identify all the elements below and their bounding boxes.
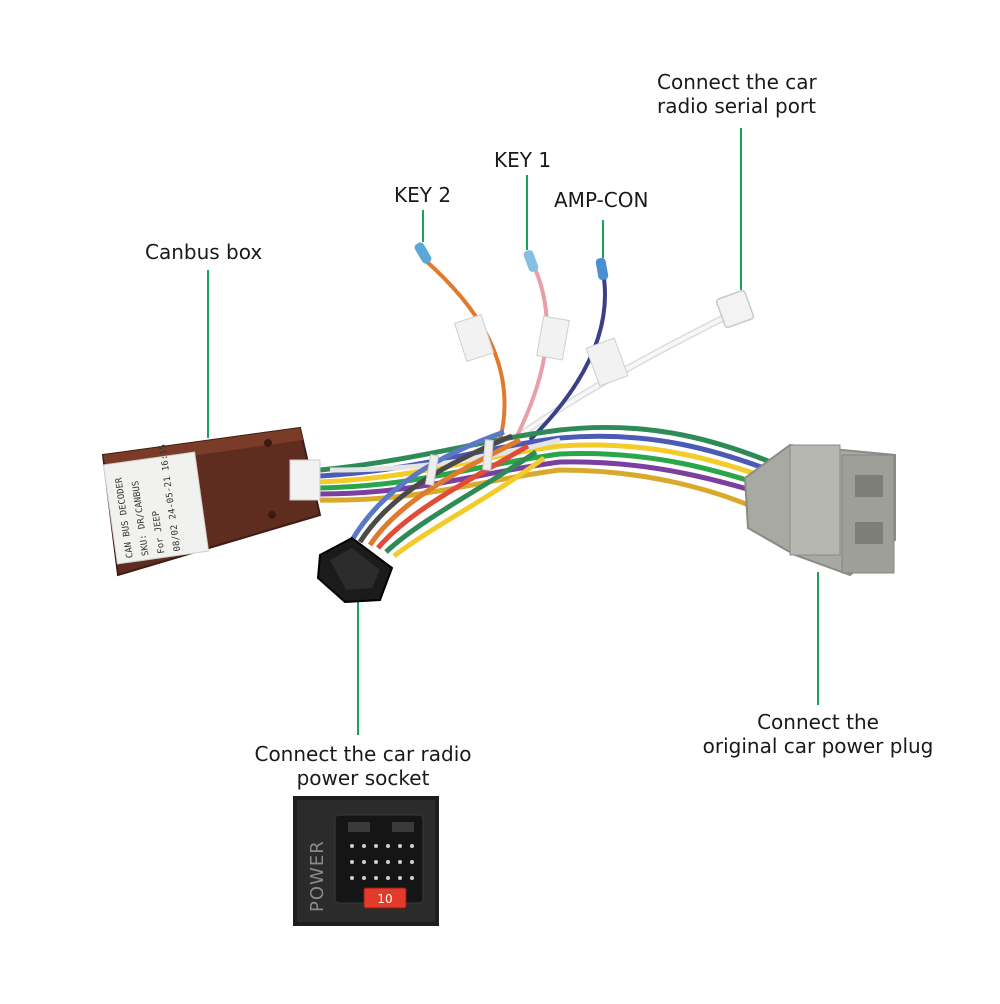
radio-power-socket <box>316 536 394 604</box>
key2-wire-tag <box>453 314 495 362</box>
power-socket-label: Connect the car radio power socket <box>246 742 480 790</box>
serial-port-label-line: Connect the car <box>657 70 817 94</box>
canbus-box: CAN BUS DECODER SKU: DR/CANBUS For JEEP … <box>101 426 322 577</box>
amp-con-wire-tag <box>585 337 629 387</box>
key1-label: KEY 1 <box>494 148 552 172</box>
serial-port-connector <box>715 289 755 329</box>
serial-port-label-line: radio serial port <box>657 94 816 118</box>
power-panel-label: POWER <box>307 840 328 912</box>
fuse <box>363 887 407 909</box>
main-bundle <box>319 424 791 513</box>
canbus-box-connector <box>289 459 321 501</box>
original-power-plug <box>743 443 896 577</box>
original-plug-label-line: Connect the <box>757 710 879 734</box>
original-plug-label-line: original car power plug <box>702 734 934 758</box>
zip-tie-right <box>482 439 494 471</box>
power-socket-label-line: Connect the car radio <box>254 742 472 766</box>
serial-port-label: Connect the car radio serial port <box>657 70 817 118</box>
power-socket-closeup: POWER 10 <box>293 796 439 926</box>
key1-terminal <box>523 250 539 272</box>
original-plug-label: Connect the original car power plug <box>700 710 936 758</box>
fuse-rating: 10 <box>377 892 392 906</box>
key1-wire-tag <box>536 315 570 361</box>
zip-tie-left <box>424 453 440 487</box>
amp-con-terminal <box>595 257 609 281</box>
serial-wire <box>518 289 755 438</box>
canbus-box-label: Canbus box <box>145 240 263 264</box>
amp-con-wire <box>528 271 607 442</box>
key2-terminal <box>414 242 432 264</box>
canbus-box-sticker <box>102 451 210 565</box>
power-socket-label-line: power socket <box>296 766 430 790</box>
socket-pins <box>350 844 414 880</box>
leader-lines <box>207 128 819 735</box>
key2-label: KEY 2 <box>394 183 452 207</box>
amp-con-label: AMP-CON <box>554 188 649 212</box>
